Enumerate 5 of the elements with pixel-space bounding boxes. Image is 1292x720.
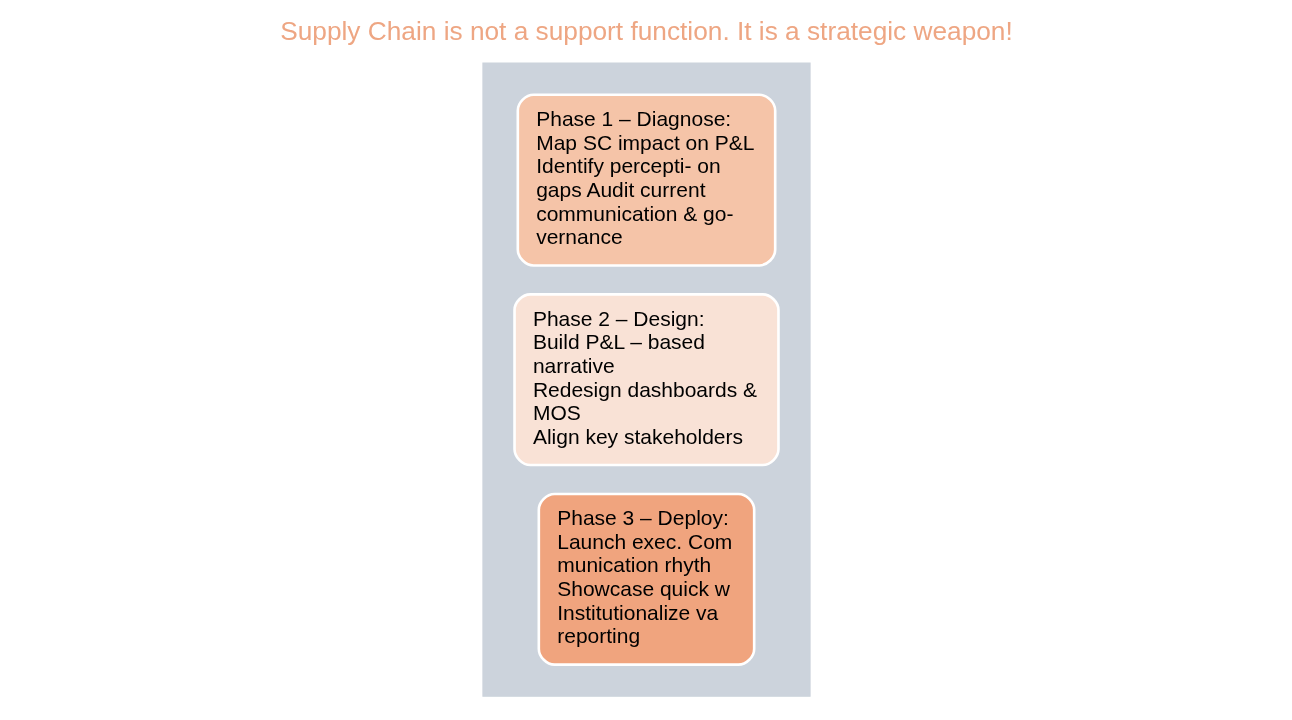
- node-box: Phase 1 – Diagnose: Map SC impact on P&L Identify percepti- on gaps Audit current communication & go- vernance: [516, 93, 776, 267]
- diagram-title: Supply Chain is not a support function. It is a strategic weapon!: [279, 15, 1013, 46]
- node-box: Phase 3 – Deploy: Launch exec. Com munication rhyth Showcase quick w Institutionalize va reporting: [537, 492, 755, 666]
- node-box: Phase 2 – Design: Build P&L – based narrative Redesign dashboards & MOS Align key stakeholders: [512, 293, 780, 467]
- cluster: [481, 62, 811, 697]
